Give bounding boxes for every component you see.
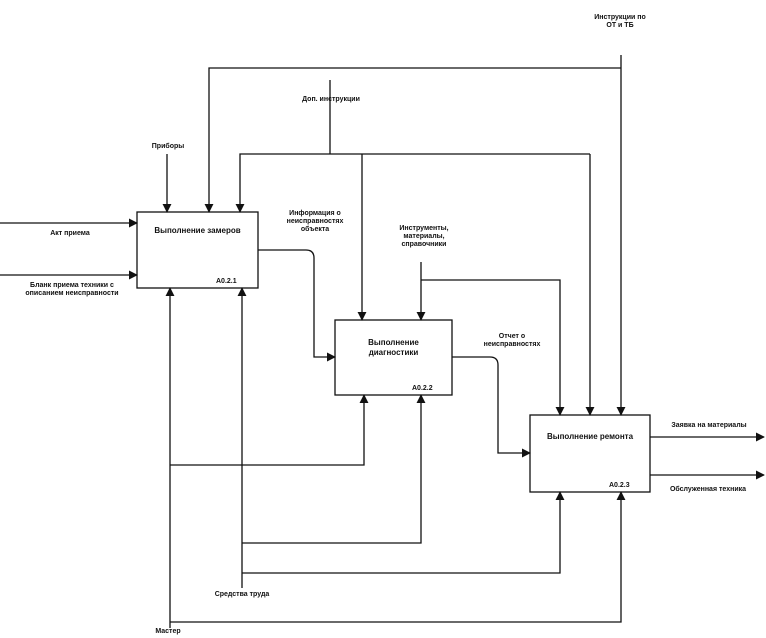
arrow-b1-to-b2 [258, 249, 336, 362]
block-3-rect[interactable] [529, 414, 651, 493]
block-1-title: Выполнение замеров [154, 226, 241, 235]
label-diag-result: Отчет о неисправностях [483, 333, 541, 348]
block-2-number: А0.2.2 [412, 385, 433, 392]
label-extra-instructions: Доп. инструкции [302, 96, 360, 103]
arrow-b2-to-b3 [452, 356, 531, 458]
block-3-title: Выполнение ремонта [546, 432, 634, 441]
label-measure-info: Информация о неисправностях объекта [286, 210, 344, 233]
label-input-1: Акт приема [50, 230, 90, 237]
arrow-extra-to-b1 [235, 153, 590, 213]
label-devices: Приборы [151, 143, 185, 150]
label-staff: Мастер [155, 628, 181, 635]
arrow-instructions-to-b1 [204, 67, 621, 213]
block-2-rect[interactable] [334, 319, 453, 396]
block-2-title: Выполнение диагностики [368, 338, 419, 357]
arrow-tools-bottom-b2 [242, 394, 426, 544]
block-1-rect[interactable] [136, 211, 259, 289]
arrow-staff-b2 [170, 394, 369, 466]
arrow-staff-b3 [170, 491, 626, 623]
label-tools-bottom: Средства труда [214, 591, 270, 598]
label-input-2: Бланк приема техники с описанием неиспра… [25, 282, 119, 297]
arrow-tools-bottom-b3 [242, 491, 565, 574]
block-1-number: А0.2.1 [216, 278, 237, 285]
label-tools: Инструменты, материалы, справочники [399, 225, 449, 248]
block-3-number: А0.2.3 [609, 482, 630, 489]
label-output-2: Обслуженная техника [669, 486, 747, 493]
label-output-1: Заявка на материалы [671, 422, 747, 429]
label-instructions-top: Инструкции по ОТ и ТБ [594, 14, 646, 29]
arrow-tools-to-b3 [421, 279, 565, 416]
